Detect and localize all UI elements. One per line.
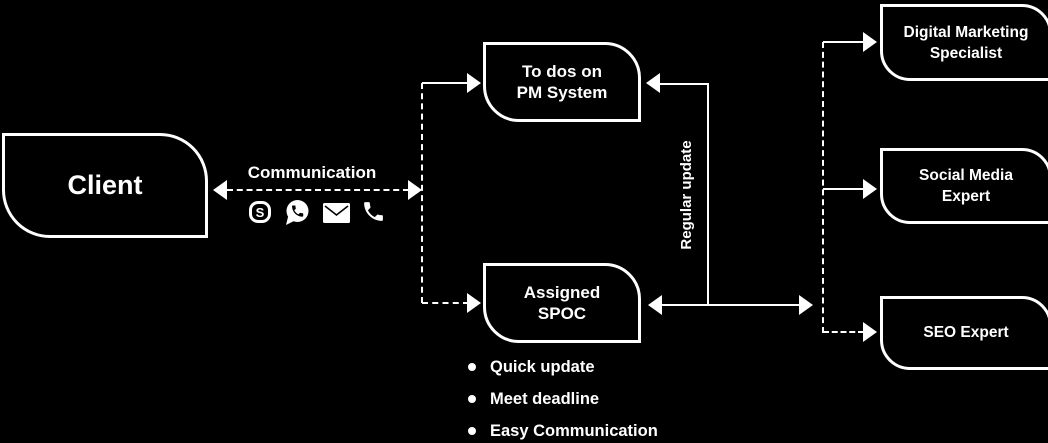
right-branch-mid-arrowhead [863,179,877,199]
left-branch-bottom-connector [422,302,469,304]
bullet-icon [468,363,476,371]
todos-label-line2: PM System [516,83,608,102]
whatsapp-icon [284,199,310,226]
skype-initial: S [255,204,265,220]
spoc-label-line1: Assigned [523,283,601,302]
left-branch-top-arrowhead [467,73,481,93]
todos-label-line1: To dos on [522,62,602,81]
spoc-to-experts-connector [661,304,800,306]
list-item: Meet deadline [468,388,658,410]
seo-expert-node: SEO Expert [880,296,1048,370]
regular-update-label: Regular update [678,140,695,250]
right-branch-top-connector [823,41,864,43]
digital-marketing-specialist-node: Digital Marketing Specialist [880,4,1048,81]
client-node: Client [2,133,208,238]
communication-label: Communication [247,163,377,182]
experts-left-arrowhead [799,295,813,315]
left-branch-bottom-arrowhead [467,293,481,313]
left-branch-vertical-connector [421,83,423,303]
regular-update-top-connector [659,83,709,85]
email-icon [323,203,350,223]
right-branch-vertical-connector [822,42,824,333]
regular-update-vertical-connector [707,84,709,306]
dms-label-line1: Digital Marketing [903,23,1029,41]
todos-pm-system-node: To dos on PM System [483,42,641,122]
spoc-right-arrowhead [648,295,662,315]
list-item: Easy Communication [468,420,658,442]
right-branch-mid-connector [823,188,864,190]
spoc-benefits-list: Quick update Meet deadline Easy Communic… [468,356,658,443]
right-branch-bottom-connector [823,331,864,333]
list-item: Quick update [468,356,658,378]
client-label: Client [67,170,143,200]
assigned-spoc-node: Assigned SPOC [483,263,641,343]
sme-label-line1: Social Media [919,167,1013,184]
left-branch-top-connector [422,82,469,84]
list-item-label: Quick update [490,357,595,376]
seo-label: SEO Expert [923,324,1009,341]
right-branch-top-arrowhead [863,32,877,52]
regular-update-top-arrowhead [646,73,660,93]
right-branch-bottom-arrowhead [863,322,877,342]
list-item-label: Easy Communication [490,421,658,440]
sme-label-line2: Expert [941,188,991,205]
communication-connector [227,189,409,191]
dms-label-line2: Specialist [929,44,1003,62]
skype-icon: S [249,201,271,223]
bullet-icon [468,427,476,435]
social-media-expert-node: Social Media Expert [880,148,1048,224]
communication-arrowhead-right [408,180,422,200]
bullet-icon [468,395,476,403]
communication-arrowhead-left [213,180,227,200]
list-item-label: Meet deadline [490,389,600,408]
phone-icon [361,199,386,224]
spoc-label-line2: SPOC [537,304,587,323]
